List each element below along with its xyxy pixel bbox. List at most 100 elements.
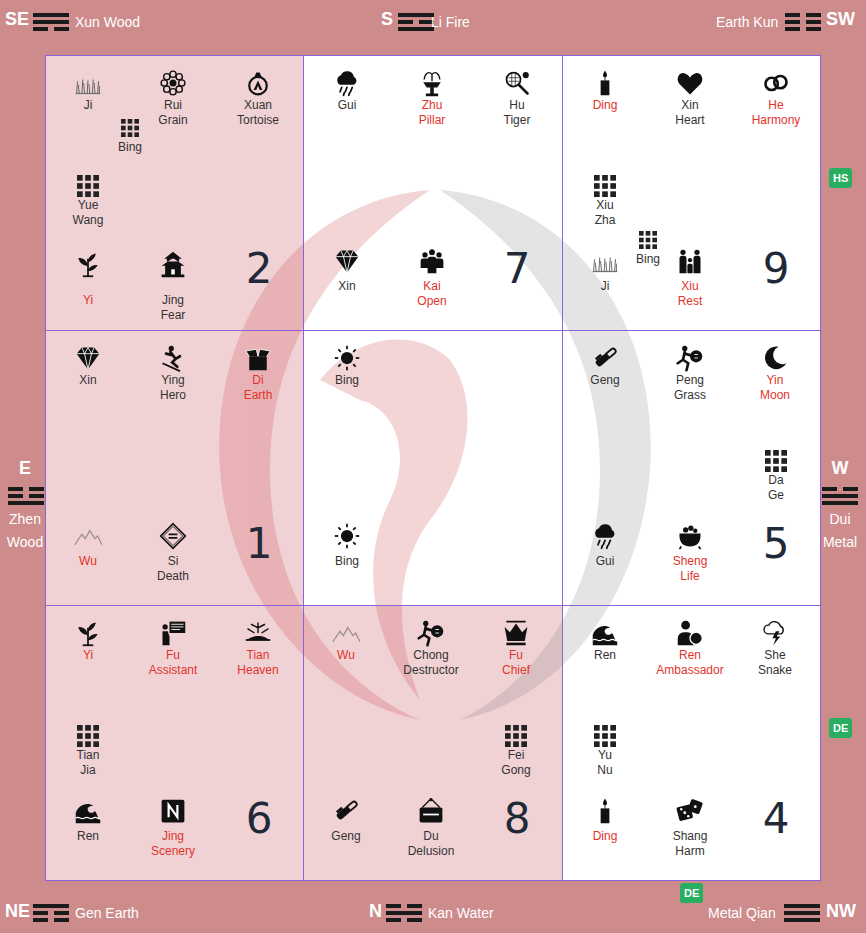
palace-symbol-label: Wu: [337, 648, 355, 663]
trigram-name: Metal Qian: [708, 904, 776, 922]
palace-symbol-label: Du Delusion: [408, 829, 455, 859]
palace-cell: WuChong DestructorFu ChiefFei GongGengDu…: [303, 605, 562, 880]
palace-symbol-label: Ren: [594, 648, 616, 663]
status-badge: DE: [829, 718, 852, 738]
palace-number: 2: [246, 248, 273, 290]
heaven-icon: [244, 619, 272, 647]
heart-icon: [676, 69, 704, 97]
temple-icon: [159, 250, 187, 278]
nsign-icon: [159, 797, 187, 825]
saw-icon: [591, 344, 619, 372]
trigram-name: Dui Metal: [823, 508, 857, 554]
palace-symbol-label: Yi: [83, 293, 93, 308]
palace-symbol-label: Xiu Rest: [678, 279, 703, 309]
palace-symbol-label: Sheng Life: [673, 554, 708, 584]
tortoise-icon: [244, 69, 272, 97]
palace-number: 1: [246, 523, 273, 565]
palace-cell: BingBing: [303, 330, 562, 605]
direction-letter: W: [832, 457, 849, 479]
grid-icon: [594, 725, 616, 747]
cloud-icon: [333, 69, 361, 97]
palace-symbol-label: Ji: [601, 279, 610, 294]
runner-icon: [676, 344, 704, 372]
palace-symbol-label: Xin Heart: [675, 98, 704, 128]
grid-icon: [505, 725, 527, 747]
board-icon: [159, 619, 187, 647]
box-icon: [244, 344, 272, 372]
direction-letter: S: [381, 8, 393, 30]
direction-letter: N: [369, 900, 382, 922]
mount-icon: [74, 522, 102, 550]
flower-icon: [159, 69, 187, 97]
palace-symbol-label: Rui Grain: [158, 98, 187, 128]
storm-icon: [761, 619, 789, 647]
people-icon: [418, 247, 446, 275]
palace-symbol-label: Gui: [338, 98, 357, 113]
palace-cell: RenRen AmbassadorShe SnakeYu NuDingShang…: [562, 605, 820, 880]
status-badge: HS: [829, 168, 852, 188]
plant-icon: [74, 619, 102, 647]
palace-symbol-label: Bing: [118, 140, 142, 155]
plant-icon: [74, 250, 102, 278]
palace-cell: XinYing HeroDi EarthWuSi Death1: [45, 330, 303, 605]
dice-icon: [676, 797, 704, 825]
racket-icon: [503, 69, 531, 97]
palace-cell: YiFu AssistantTian HeavenTian JiaRenJing…: [45, 605, 303, 880]
amb-icon: [676, 619, 704, 647]
trigram-name: Xun Wood: [75, 13, 140, 31]
mount-icon: [332, 619, 360, 647]
palace-cell: DingXin HeartHe HarmonyXiu ZhaBingJiXiu …: [562, 55, 820, 330]
palace-symbol-label: Fu Assistant: [149, 648, 198, 678]
runner-icon: [417, 619, 445, 647]
palace-symbol-label: Ren: [77, 829, 99, 844]
palace-symbol-label: Gui: [596, 554, 615, 569]
diamond-icon: [74, 344, 102, 372]
palace-symbol-label: Yin Moon: [760, 373, 790, 403]
palace-symbol-label: Geng: [331, 829, 360, 844]
direction-letter: SW: [826, 8, 855, 30]
palace-symbol-label: Yue Wang: [73, 198, 104, 228]
palace-number: 7: [504, 248, 531, 290]
palace-number: 6: [246, 798, 273, 840]
trigram-name: Kan Water: [428, 904, 494, 922]
palace-symbol-label: Ren Ambassador: [656, 648, 723, 678]
palace-symbol-label: Kai Open: [417, 279, 446, 309]
trigram-name: Earth Kun: [716, 13, 778, 31]
sun-icon: [333, 522, 361, 550]
candle-icon: [591, 797, 619, 825]
palace-symbol-label: Wu: [79, 554, 97, 569]
palace-symbol-label: Jing Scenery: [151, 829, 195, 859]
sun-icon: [333, 344, 361, 372]
palace-symbol-label: Zhu Pillar: [419, 98, 446, 128]
pot-icon: [676, 522, 704, 550]
palace-symbol-label: Bing: [335, 373, 359, 388]
wave-icon: [591, 619, 619, 647]
close-icon: [417, 797, 445, 825]
palace-symbol-label: Yu Nu: [597, 748, 612, 778]
palace-symbol-label: Yi: [83, 648, 93, 663]
palace-symbol-label: Ji: [84, 98, 93, 113]
palace-number: 5: [763, 523, 790, 565]
family-icon: [676, 247, 704, 275]
grass-icon: [74, 69, 102, 97]
palace-symbol-label: Xuan Tortoise: [237, 98, 279, 128]
direction-letter: NE: [5, 900, 30, 922]
palace-symbol-label: Shang Harm: [673, 829, 708, 859]
palace-symbol-label: Jing Fear: [161, 293, 186, 323]
palace-symbol-label: Geng: [590, 373, 619, 388]
saw-icon: [332, 797, 360, 825]
palace-symbol-label: He Harmony: [752, 98, 801, 128]
trigram-name: Gen Earth: [75, 904, 139, 922]
wave-icon: [74, 797, 102, 825]
palace-number: 4: [763, 798, 790, 840]
palace-symbol-label: Hu Tiger: [504, 98, 531, 128]
rings-icon: [762, 69, 790, 97]
direction-letter: E: [19, 457, 31, 479]
grid-icon: [77, 725, 99, 747]
palace-symbol-label: Xiu Zha: [595, 198, 616, 228]
palace-symbol-label: Fu Chief: [502, 648, 530, 678]
palace-symbol-label: Bing: [335, 554, 359, 569]
palace-symbol-label: Si Death: [157, 554, 189, 584]
palace-symbol-label: Ding: [593, 98, 618, 113]
